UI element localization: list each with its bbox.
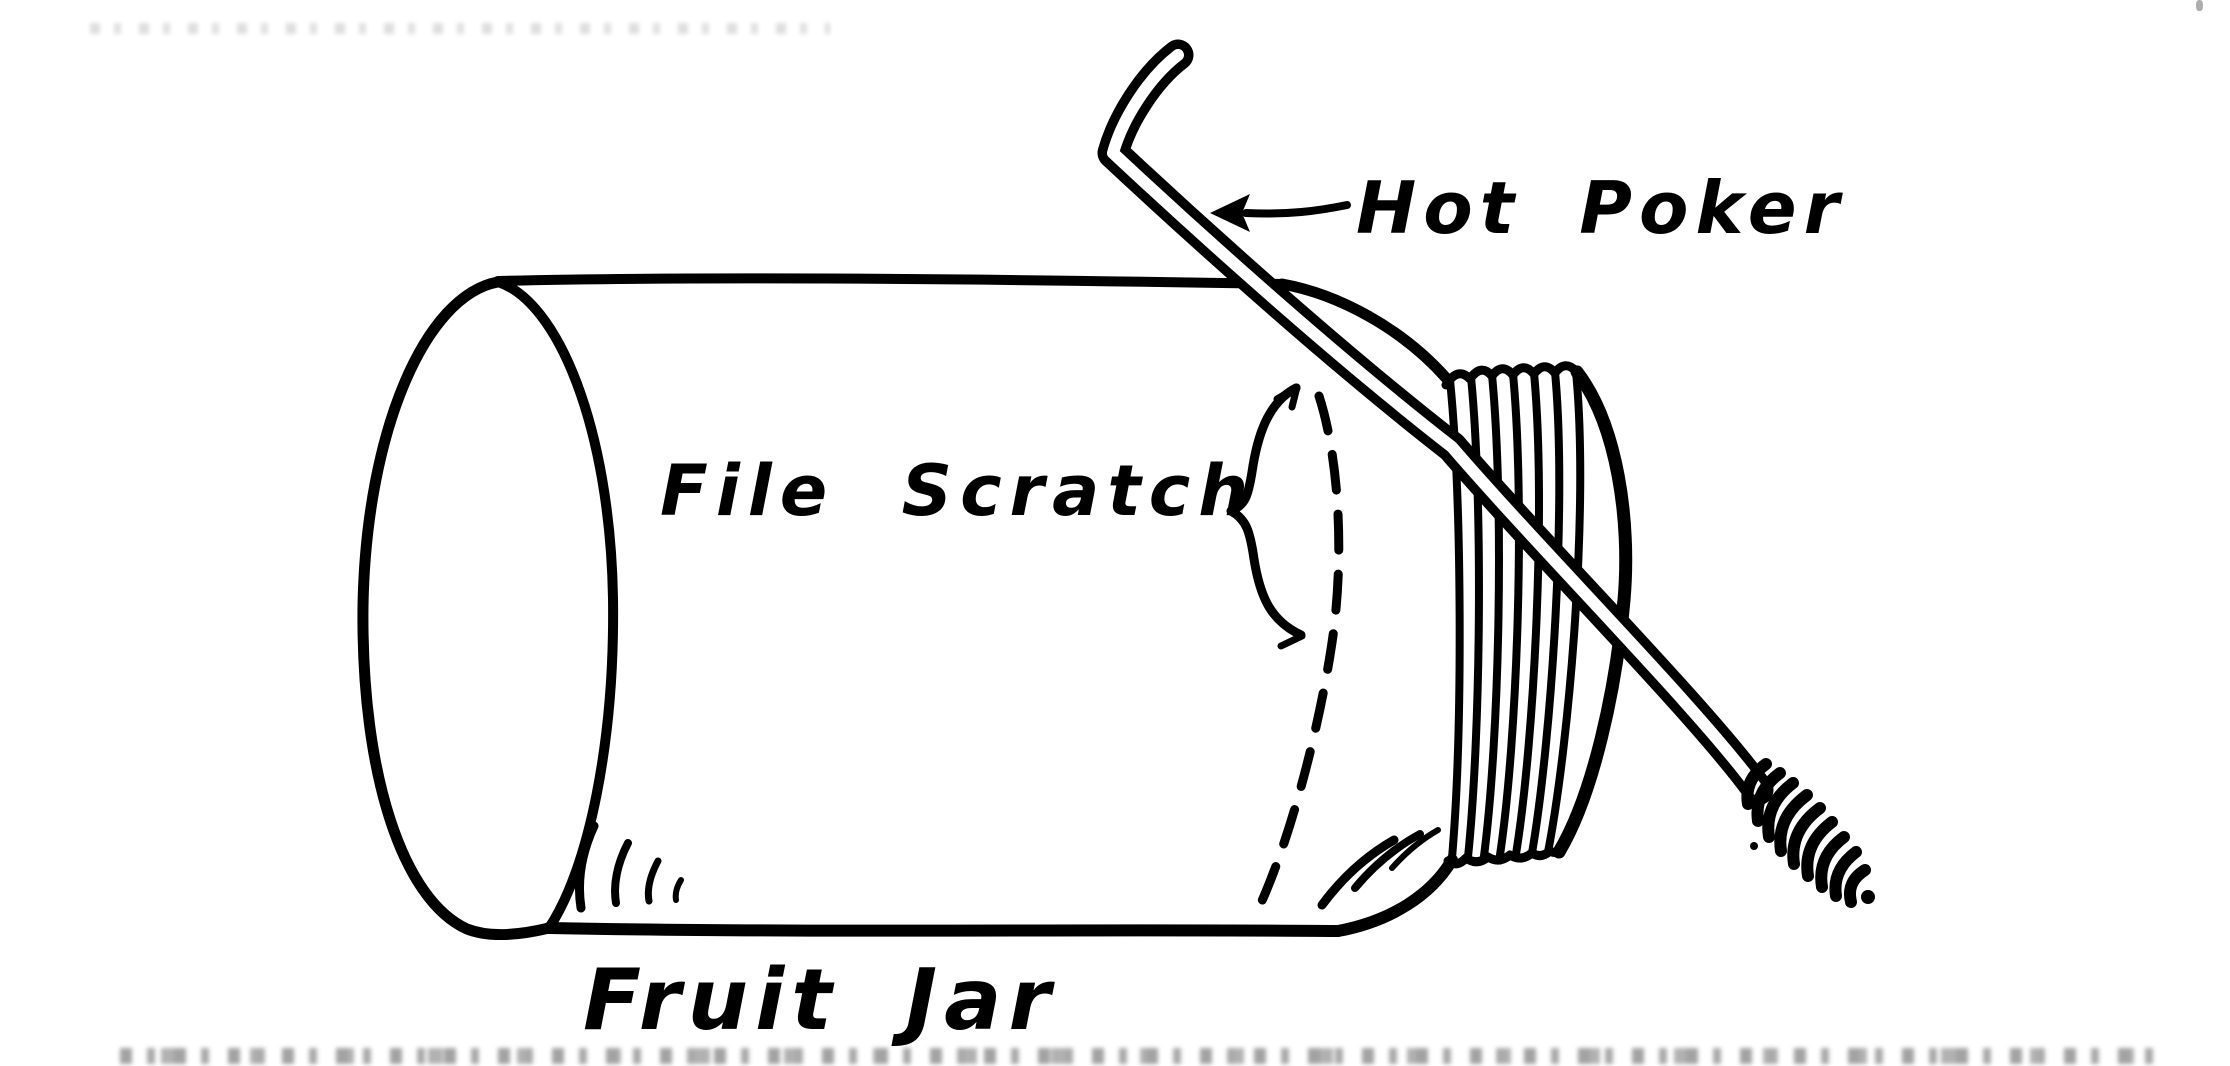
file-scratch-brace bbox=[1226, 383, 1306, 640]
jar-bottom-oval-left bbox=[357, 276, 555, 941]
page-speck bbox=[2196, 0, 2203, 11]
hot-poker-arrow bbox=[1210, 194, 1351, 232]
poker-handle-end-nub bbox=[1861, 890, 1875, 904]
thread-lines bbox=[1446, 368, 1585, 862]
arrow-tail bbox=[1242, 201, 1351, 218]
thread-bottom-wave bbox=[1443, 846, 1565, 869]
file-scratch-label: File Scratch bbox=[660, 450, 1257, 532]
neck-right-edge bbox=[1552, 365, 1633, 859]
poker-handle-coil bbox=[1741, 758, 1871, 908]
jar-bottom-edge bbox=[543, 922, 1344, 937]
fruit-jar-label: Fruit Jar bbox=[583, 951, 1058, 1050]
hot-poker-label: Hot Poker bbox=[1356, 166, 1847, 250]
page-noise-top bbox=[90, 23, 830, 34]
file-scratch-brace-barb-top bbox=[1273, 383, 1301, 411]
shading-marks-right bbox=[1317, 827, 1441, 910]
shading-marks-left bbox=[575, 821, 684, 913]
poker-shaft-core bbox=[1107, 49, 1764, 796]
file-scratch-dashed-line bbox=[1248, 391, 1344, 925]
ink-fleck bbox=[1750, 842, 1758, 850]
arrow-left-icon bbox=[1210, 194, 1250, 232]
jar-top-edge bbox=[493, 273, 1287, 289]
scratch-annotation bbox=[1226, 383, 1344, 925]
page-noise-bottom bbox=[120, 1048, 2160, 1064]
jar-shoulder bbox=[1276, 278, 1453, 385]
jar-body bbox=[357, 273, 1458, 941]
jar-neck-threads bbox=[1441, 361, 1633, 869]
hot-poker-rod bbox=[1097, 39, 1875, 908]
file-scratch-brace-barb-bottom bbox=[1277, 618, 1306, 650]
jar-bottom-corner bbox=[1332, 854, 1458, 937]
